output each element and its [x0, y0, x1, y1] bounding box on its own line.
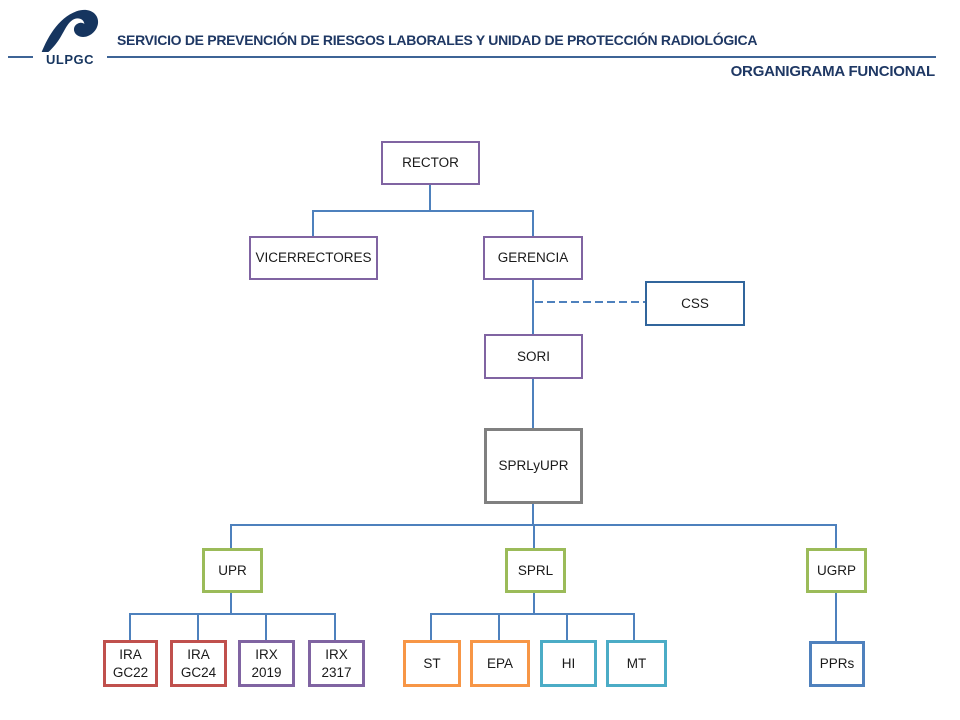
node-label-irx-2317: IRX 2317 [321, 646, 352, 680]
org-node-irx-2317: IRX 2317 [308, 640, 365, 687]
node-label-css: CSS [681, 295, 709, 311]
org-node-epa: EPA [470, 640, 530, 687]
ulpgc-logo: ULPGC [33, 6, 107, 68]
connector-to-ira-gc24 [197, 613, 199, 640]
connector-to-vicerrectores [312, 210, 314, 236]
connector-to-ira-gc22 [129, 613, 131, 640]
connector-to-mt [633, 613, 635, 640]
ulpgc-wave-icon [39, 9, 99, 59]
page-title: SERVICIO DE PREVENCIÓN DE RIESGOS LABORA… [117, 32, 758, 48]
org-node-rector: RECTOR [381, 141, 480, 185]
node-label-sprlyupr: SPRLyUPR [498, 458, 569, 474]
node-label-ira-gc22: IRA GC22 [112, 646, 149, 680]
connector-to-irx-2019 [265, 613, 267, 640]
connector-sprl-children-hbar [430, 613, 635, 615]
connector-to-hi [566, 613, 568, 640]
connector-to-gerencia [532, 210, 534, 236]
connector-sori-sprlyupr [532, 378, 534, 430]
org-node-ugrp: UGRP [806, 548, 867, 593]
org-node-sprlyupr: SPRLyUPR [484, 428, 583, 504]
connector-gerencia-css-dashed [535, 301, 645, 303]
org-node-hi: HI [540, 640, 597, 687]
node-label-irx-2019: IRX 2019 [251, 646, 282, 680]
connector-sprl-down [533, 592, 535, 615]
connector-to-upr [230, 524, 232, 548]
page-subtitle: ORGANIGRAMA FUNCIONAL [730, 63, 936, 80]
connector-upr-down [230, 592, 232, 615]
connector-to-sprl [533, 524, 535, 548]
node-label-ugrp: UGRP [816, 562, 856, 578]
org-node-sprl: SPRL [505, 548, 566, 593]
node-label-epa: EPA [486, 655, 513, 671]
org-node-gerencia: GERENCIA [483, 236, 583, 280]
org-node-sori: SORI [484, 334, 583, 379]
connector-upr-children-hbar [129, 613, 336, 615]
node-label-sori: SORI [516, 348, 550, 364]
org-node-st: ST [403, 640, 461, 687]
node-label-sprl: SPRL [517, 562, 554, 578]
node-label-vicerrectores: VICERRECTORES [255, 250, 372, 266]
ulpgc-logo-text: ULPGC [33, 52, 107, 67]
org-node-vicerrectores: VICERRECTORES [249, 236, 378, 280]
connector-to-irx-2317 [334, 613, 336, 640]
connector-to-ugrp [835, 524, 837, 548]
org-node-irx-2019: IRX 2019 [238, 640, 295, 687]
header-divider-line [8, 56, 936, 58]
connector-to-epa [498, 613, 500, 640]
connector-gerencia-sori [532, 279, 534, 335]
org-node-css: CSS [645, 281, 745, 326]
org-node-mt: MT [606, 640, 667, 687]
node-label-rector: RECTOR [402, 155, 459, 171]
node-label-ira-gc24: IRA GC24 [180, 646, 217, 680]
node-label-mt: MT [626, 655, 647, 671]
connector-rector-down [429, 184, 431, 212]
connector-ugrp-pprs [835, 592, 837, 642]
node-label-gerencia: GERENCIA [497, 250, 569, 266]
connector-rector-children-hbar [312, 210, 534, 212]
org-node-ira-gc22: IRA GC22 [103, 640, 158, 687]
org-node-pprs: PPRs [809, 641, 865, 687]
org-node-upr: UPR [202, 548, 263, 593]
connector-to-st [430, 613, 432, 640]
connector-sprlyupr-down [532, 503, 534, 526]
node-label-st: ST [423, 655, 441, 671]
org-node-ira-gc24: IRA GC24 [170, 640, 227, 687]
node-label-hi: HI [561, 655, 576, 671]
node-label-upr: UPR [218, 562, 247, 578]
node-label-pprs: PPRs [819, 656, 855, 672]
